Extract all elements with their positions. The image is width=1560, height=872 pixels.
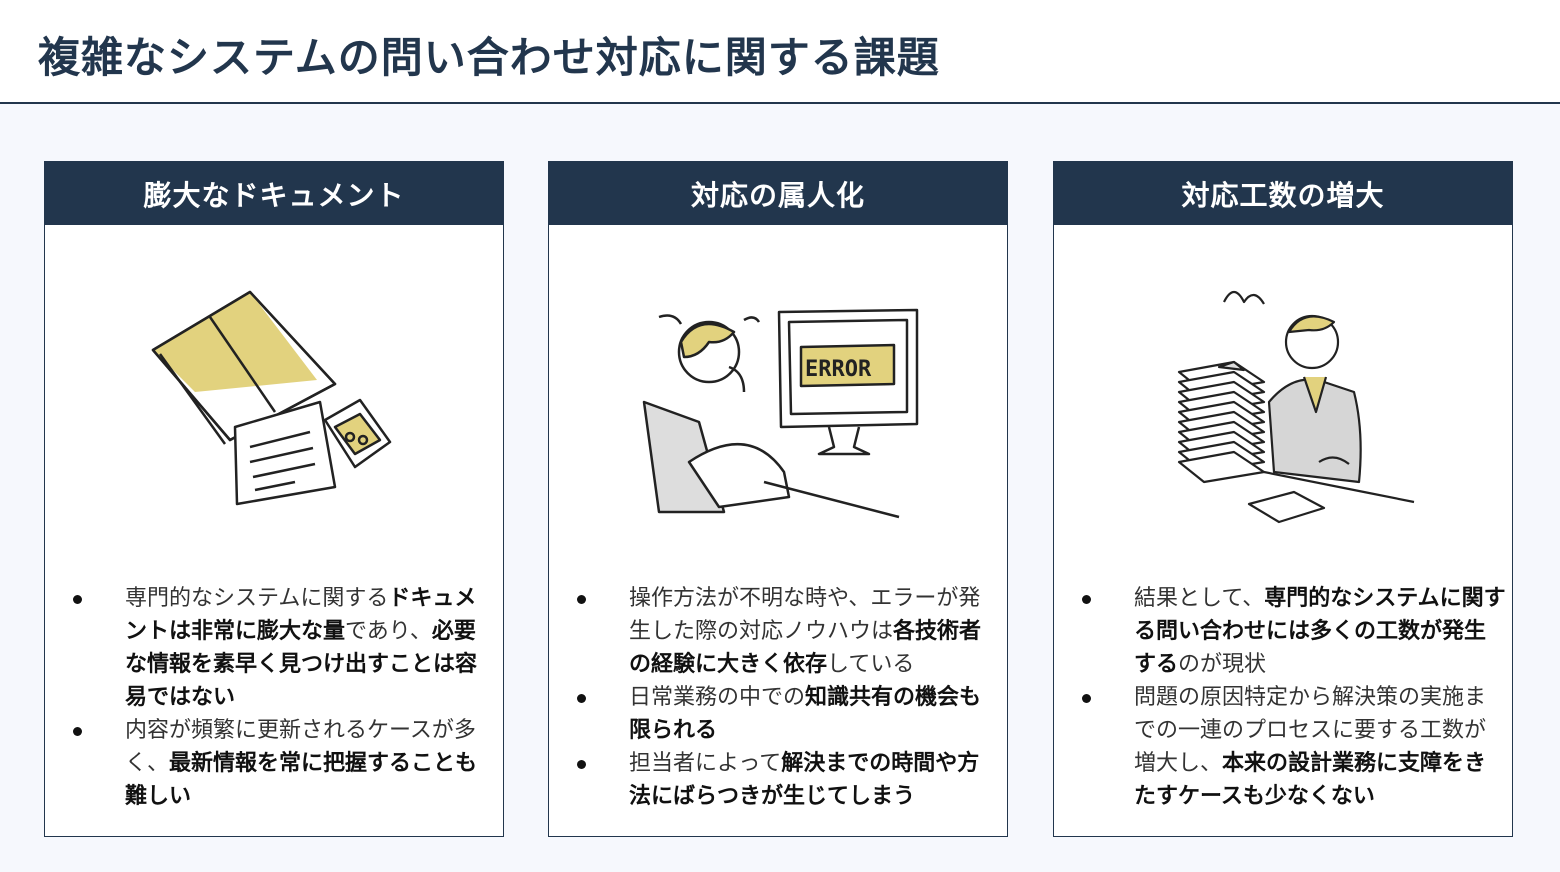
- bullet-text: 結果として、: [1134, 586, 1265, 611]
- bullet-dot-icon: [1082, 694, 1091, 703]
- card-heading: 膨大なドキュメント: [45, 162, 503, 225]
- emphasized-text: 必要な情報を素早く見つけ出すことは容易ではない: [125, 619, 478, 710]
- bullet-dot-icon: [73, 727, 82, 736]
- bullet-item: 問題の原因特定から解決策の実施までの一連のプロセスに要する工数が増大し、本来の設…: [1076, 681, 1506, 813]
- bullet-item: 専門的なシステムに関するドキュメントは非常に膨大な量であり、必要な情報を素早く見…: [67, 582, 497, 714]
- page-title: 複雑なシステムの問い合わせ対応に関する課題: [38, 33, 940, 82]
- emphasized-text: 本来の設計業務に支障をきたすケースも少なくない: [1134, 751, 1487, 809]
- bullet-dot-icon: [73, 595, 82, 604]
- bullet-list: 専門的なシステムに関するドキュメントは非常に膨大な量であり、必要な情報を素早く見…: [67, 582, 497, 813]
- bullet-dot-icon: [577, 760, 586, 769]
- emphasized-text: 専門的なシステムに関する問い合わせには多くの工数が発生する: [1134, 586, 1506, 677]
- bullet-list: 結果として、専門的なシステムに関する問い合わせには多くの工数が発生するのが現状問…: [1076, 582, 1506, 813]
- bullet-text: している: [827, 652, 915, 677]
- error-text: ERROR: [805, 357, 872, 382]
- bullet-text: であり、: [345, 619, 432, 644]
- card-personalization: 対応の属人化 ERROR 操作方法が不明な時や、エラーが発生した際の対応ノウハウ…: [548, 161, 1008, 837]
- overwhelmed-worker-paper-stack-icon: [1177, 290, 1415, 524]
- bullet-item: 結果として、専門的なシステムに関する問い合わせには多くの工数が発生するのが現状: [1076, 582, 1506, 681]
- document-pile-icon: [151, 290, 392, 506]
- emphasized-text: 知識共有の機会も限られる: [629, 685, 982, 743]
- emphasized-text: 最新情報を常に把握することも難しい: [125, 751, 478, 809]
- bullet-text: 内容が頻繁に更新されるケースが多く、: [125, 718, 476, 776]
- emphasized-text: 解決までの時間や方法にばらつきが生じてしまう: [629, 751, 980, 809]
- bullet-text: 問題の原因特定から解決策の実施までの一連のプロセスに要する工数が増大し、: [1134, 685, 1487, 776]
- bullet-dot-icon: [577, 694, 586, 703]
- bullet-text: 担当者によって: [629, 751, 782, 776]
- emphasized-text: ドキュメントは非常に膨大な量: [125, 586, 477, 644]
- title-bar: 複雑なシステムの問い合わせ対応に関する課題: [0, 0, 1560, 104]
- card-workload: 対応工数の増大 結果として、専: [1053, 161, 1513, 837]
- bullet-item: 担当者によって解決までの時間や方法にばらつきが生じてしまう: [571, 747, 1001, 813]
- card-heading: 対応の属人化: [549, 162, 1007, 225]
- bullet-text: のが現状: [1178, 652, 1267, 677]
- bullet-text: 専門的なシステムに関する: [125, 586, 389, 611]
- bullet-item: 日常業務の中での知識共有の機会も限られる: [571, 681, 1001, 747]
- bullet-item: 内容が頻繁に更新されるケースが多く、最新情報を常に把握することも難しい: [67, 714, 497, 813]
- bullet-text: 日常業務の中での: [629, 685, 806, 710]
- card-heading: 対応工数の増大: [1054, 162, 1512, 225]
- bullet-item: 操作方法が不明な時や、エラーが発生した際の対応ノウハウは各技術者の経験に大きく依…: [571, 582, 1001, 681]
- emphasized-text: 各技術者の経験に大きく依存: [629, 619, 982, 677]
- bullet-dot-icon: [577, 595, 586, 604]
- bullet-dot-icon: [1082, 595, 1091, 604]
- confused-person-error-monitor-icon: ERROR: [642, 308, 919, 519]
- card-documents: 膨大なドキュメント 専門的なシステムに関するドキュメントは非常に膨大な量であり、…: [44, 161, 504, 837]
- bullet-text: 操作方法が不明な時や、エラーが発生した際の対応ノウハウは: [629, 586, 981, 644]
- bullet-list: 操作方法が不明な時や、エラーが発生した際の対応ノウハウは各技術者の経験に大きく依…: [571, 582, 1001, 813]
